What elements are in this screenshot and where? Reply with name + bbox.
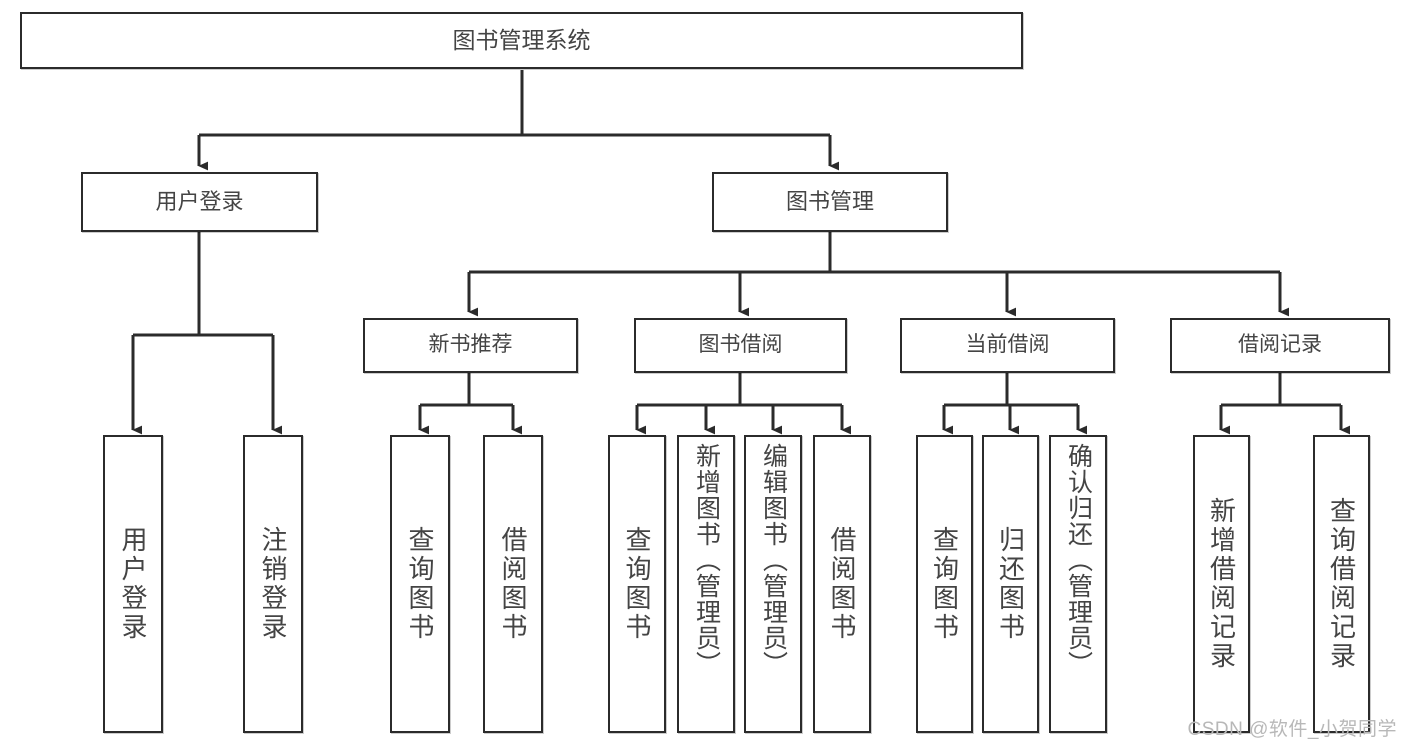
node-leaf-query-book-borrow-label: 查询图书 xyxy=(622,526,652,642)
node-book-manage[interactable]: 图书管理 xyxy=(712,172,948,232)
node-leaf-query-book-current-label: 查询图书 xyxy=(929,526,960,642)
node-leaf-return-book[interactable]: 归还图书 xyxy=(982,435,1039,733)
node-leaf-add-book[interactable]: 新增图书（管理员） xyxy=(677,435,735,733)
node-new-book-recommend-label: 新书推荐 xyxy=(428,333,513,357)
node-leaf-query-book-borrow[interactable]: 查询图书 xyxy=(608,435,666,733)
node-leaf-confirm-return[interactable]: 确认归还（管理员） xyxy=(1049,435,1107,733)
node-leaf-add-book-label: 新增图书（管理员） xyxy=(692,443,721,677)
node-book-manage-label: 图书管理 xyxy=(785,189,874,215)
node-leaf-return-book-label: 归还图书 xyxy=(995,526,1026,642)
node-leaf-logout[interactable]: 注销登录 xyxy=(243,435,303,733)
node-book-borrow[interactable]: 图书借阅 xyxy=(634,318,847,373)
node-current-borrow-label: 当前借阅 xyxy=(965,333,1050,357)
node-current-borrow[interactable]: 当前借阅 xyxy=(900,318,1115,373)
node-leaf-borrow-book-label: 借阅图书 xyxy=(827,526,857,642)
node-leaf-query-book-current[interactable]: 查询图书 xyxy=(916,435,973,733)
node-leaf-user-login-label: 用户登录 xyxy=(118,526,148,642)
node-leaf-query-record-label: 查询借阅记录 xyxy=(1326,497,1357,671)
node-root-label: 图书管理系统 xyxy=(452,26,591,53)
node-leaf-add-record-label: 新增借阅记录 xyxy=(1206,497,1237,671)
node-leaf-edit-book[interactable]: 编辑图书（管理员） xyxy=(744,435,802,733)
csdn-watermark: CSDN @软件_小贺同学 xyxy=(1187,719,1397,740)
node-leaf-edit-book-label: 编辑图书（管理员） xyxy=(759,443,788,677)
node-new-book-recommend[interactable]: 新书推荐 xyxy=(363,318,578,373)
node-leaf-confirm-return-label: 确认归还（管理员） xyxy=(1064,443,1093,677)
node-user-login-label: 用户登录 xyxy=(155,189,244,215)
node-leaf-logout-label: 注销登录 xyxy=(258,526,288,642)
node-user-login[interactable]: 用户登录 xyxy=(81,172,318,232)
node-borrow-record[interactable]: 借阅记录 xyxy=(1170,318,1390,373)
node-leaf-query-book-rec-label: 查询图书 xyxy=(405,526,435,642)
node-borrow-record-label: 借阅记录 xyxy=(1238,333,1322,357)
node-root[interactable]: 图书管理系统 xyxy=(20,12,1023,69)
node-leaf-user-login[interactable]: 用户登录 xyxy=(103,435,163,733)
node-leaf-borrow-book[interactable]: 借阅图书 xyxy=(813,435,871,733)
node-leaf-query-record[interactable]: 查询借阅记录 xyxy=(1313,435,1370,733)
node-book-borrow-label: 图书借阅 xyxy=(698,333,783,357)
node-leaf-borrow-book-rec-label: 借阅图书 xyxy=(498,526,528,642)
node-leaf-borrow-book-rec[interactable]: 借阅图书 xyxy=(483,435,543,733)
node-leaf-add-record[interactable]: 新增借阅记录 xyxy=(1193,435,1250,733)
node-leaf-query-book-rec[interactable]: 查询图书 xyxy=(390,435,450,733)
